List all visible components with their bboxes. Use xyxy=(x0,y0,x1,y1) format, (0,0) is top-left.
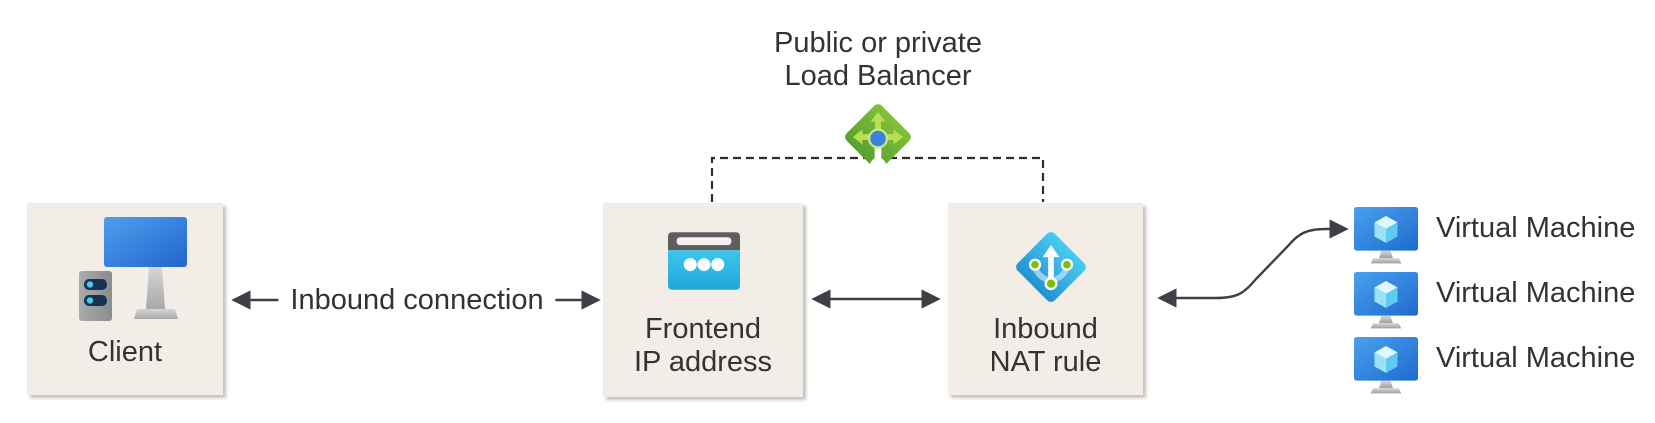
ip-address-icon xyxy=(668,232,740,290)
inbound-nat-node: Inbound NAT rule xyxy=(948,203,1143,395)
frontend-ip-label: Frontend IP address xyxy=(603,313,803,379)
load-balancer-label-line1: Public or private xyxy=(774,27,982,59)
frontend-label-line1: Frontend xyxy=(644,313,762,345)
nat-rule-icon xyxy=(1016,232,1086,302)
client-computer-icon xyxy=(79,217,187,321)
load-balancer-label: Public or private Load Balancer xyxy=(696,27,1060,93)
client-node: Client xyxy=(27,203,223,395)
nat-vm-arrow xyxy=(1157,219,1349,308)
nat-label-line2: NAT rule xyxy=(989,346,1102,378)
virtual-machine-icon xyxy=(1354,272,1418,329)
client-label: Client xyxy=(87,336,163,368)
inbound-connection-label: Inbound connection xyxy=(278,281,556,319)
load-balancer-label-line2: Load Balancer xyxy=(784,60,972,92)
frontend-label-line2: IP address xyxy=(633,346,773,378)
vm-label-2: Virtual Machine xyxy=(1436,277,1636,309)
nat-label-line1: Inbound xyxy=(993,313,1098,345)
virtual-machine-icon xyxy=(1354,207,1418,264)
inbound-nat-label: Inbound NAT rule xyxy=(948,313,1143,379)
vm-label-3: Virtual Machine xyxy=(1436,342,1636,374)
load-balancer-icon xyxy=(845,104,911,175)
virtual-machine-icon xyxy=(1354,337,1418,394)
vm-label-1: Virtual Machine xyxy=(1436,212,1636,244)
frontend-ip-node: Frontend IP address xyxy=(603,203,803,397)
